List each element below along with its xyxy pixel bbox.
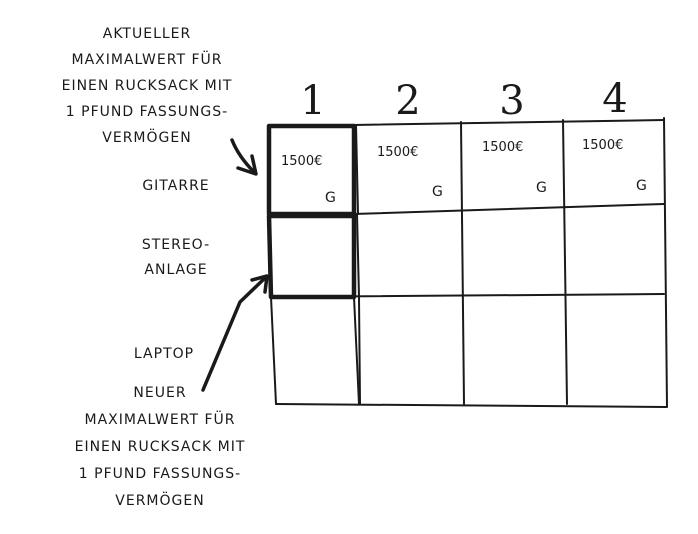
column-header-3: 3 — [499, 78, 524, 124]
current-cell-highlight — [266, 123, 357, 217]
cell-value: 1500€ — [582, 138, 623, 153]
row-gitarre-cells: 1500€ G 1500€ G 1500€ G 1500€ G — [281, 138, 647, 206]
new-cell-highlight — [266, 213, 357, 300]
grid — [270, 117, 668, 408]
grid-line-right — [663, 117, 668, 408]
new-max-note-line: EINEN RUCKSACK MIT — [75, 439, 246, 455]
new-max-arrow — [201, 274, 269, 392]
cell-value: 1500€ — [377, 145, 418, 160]
grid-line-bottom — [275, 403, 667, 408]
current-max-arrow — [230, 138, 258, 176]
new-max-note-line: 1 PFUND FASSUNGS- — [79, 466, 241, 482]
new-max-note-line: VERMÖGEN — [115, 491, 204, 509]
grid-line-col1 — [353, 296, 360, 405]
grid-line-col2-bot — [358, 296, 361, 405]
row-label-stereoanlage: ANLAGE — [144, 262, 207, 278]
cell-item: G — [536, 180, 547, 196]
cell-value: 1500€ — [482, 140, 523, 155]
current-max-note: AKTUELLER MAXIMALWERT FÜR EINEN RUCKSACK… — [62, 26, 233, 146]
new-max-note-line: NEUER — [133, 385, 186, 401]
grid-line-left — [270, 296, 277, 405]
current-max-note-line: 1 PFUND FASSUNGS- — [66, 104, 228, 120]
row-label-laptop: LAPTOP — [134, 346, 194, 362]
column-headers: 1 2 3 4 — [300, 76, 627, 124]
cell-item: G — [636, 178, 647, 194]
grid-line-col2-low — [356, 213, 360, 298]
grid-line-col4 — [562, 119, 568, 405]
new-max-note: NEUER MAXIMALWERT FÜR EINEN RUCKSACK MIT… — [75, 385, 246, 509]
current-max-note-line: AKTUELLER — [103, 26, 192, 42]
grid-line-top — [352, 119, 665, 126]
current-max-note-line: MAXIMALWERT FÜR — [72, 50, 223, 68]
column-header-4: 4 — [602, 76, 627, 122]
current-max-note-line: EINEN RUCKSACK MIT — [62, 78, 233, 94]
grid-line-col3 — [460, 121, 465, 405]
grid-line-col2 — [355, 124, 359, 215]
grid-line-row1 — [352, 203, 665, 215]
current-max-note-line: VERMÖGEN — [102, 128, 191, 146]
cell-value: 1500€ — [281, 154, 322, 169]
column-header-1: 1 — [300, 78, 325, 124]
row-label-stereoanlage: STEREO- — [142, 237, 210, 253]
cell-item: G — [325, 190, 336, 206]
column-header-2: 2 — [395, 78, 420, 124]
cell-item: G — [432, 184, 443, 200]
row-label-gitarre: GITARRE — [142, 178, 209, 194]
new-max-note-line: MAXIMALWERT FÜR — [85, 410, 236, 428]
